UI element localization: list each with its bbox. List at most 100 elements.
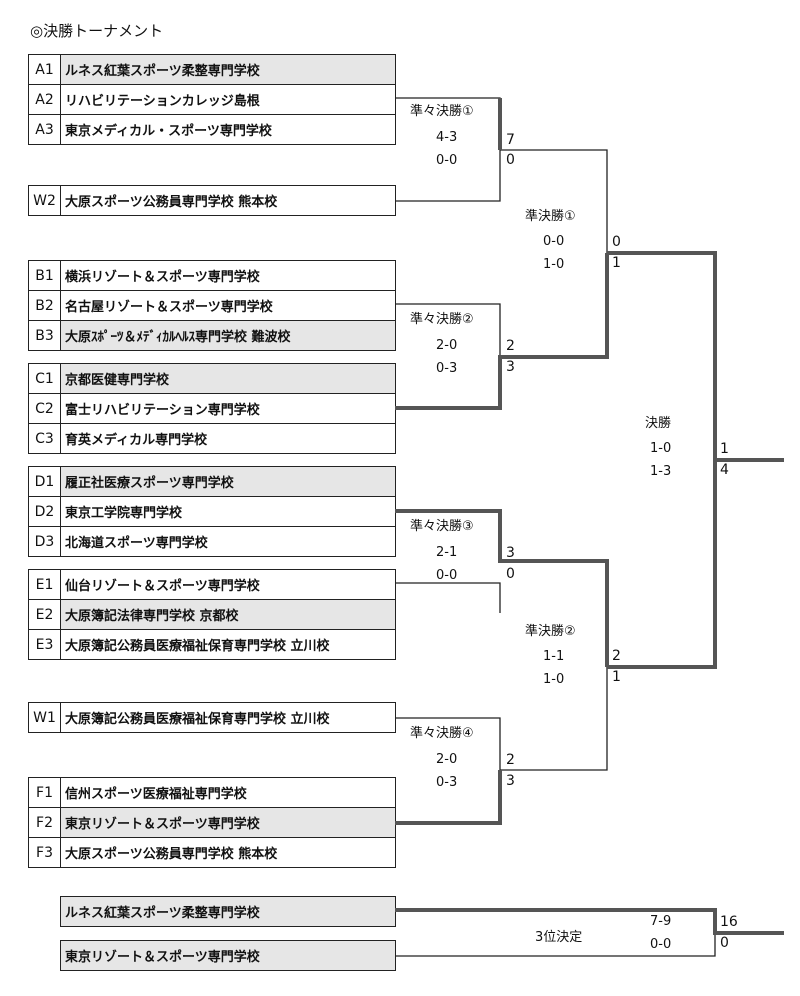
third-place-team-1: ルネス紅葉スポーツ柔整専門学校 bbox=[60, 896, 396, 927]
set-score: 1-3 bbox=[650, 464, 672, 479]
match-label-qf2: 準々決勝② bbox=[410, 312, 474, 327]
team-name: 大原簿記法律専門学校 京都校 bbox=[61, 600, 395, 629]
team-name: 富士リハビリテーション専門学校 bbox=[65, 403, 260, 418]
total-score: 2 bbox=[506, 338, 515, 354]
team-name: 東京工学院専門学校 bbox=[65, 506, 183, 521]
page-title: ◎決勝トーナメント bbox=[30, 22, 164, 40]
team-name: 大原ｽﾎﾟｰﾂ＆ﾒﾃﾞｨｶﾙﾍﾙｽ専門学校 難波校 bbox=[61, 321, 395, 350]
team-name: 履正社医療スポーツ専門学校 bbox=[61, 467, 395, 496]
winner-line bbox=[395, 770, 502, 825]
set-score: 0-0 bbox=[650, 937, 672, 952]
match-label-final: 決勝 bbox=[645, 416, 672, 431]
total-score: 3 bbox=[506, 359, 515, 375]
seed-label: B1 bbox=[29, 261, 61, 290]
team-row: W2 大原スポーツ公務員専門学校 熊本校 bbox=[29, 186, 395, 215]
seed-label: A1 bbox=[29, 55, 61, 84]
team-name: 横浜リゾート＆スポーツ専門学校 bbox=[65, 270, 260, 285]
total-score: 0 bbox=[720, 935, 729, 951]
match-label-third-place: 3位決定 bbox=[535, 930, 583, 945]
team-name: 東京リゾート＆スポーツ専門学校 bbox=[61, 941, 395, 970]
total-score: 1 bbox=[612, 255, 621, 271]
seed-label: F3 bbox=[29, 838, 61, 867]
team-name: ルネス紅葉スポーツ柔整専門学校 bbox=[61, 55, 395, 84]
total-score: 3 bbox=[506, 773, 515, 789]
set-score: 1-1 bbox=[543, 649, 565, 664]
seed-label: E1 bbox=[29, 570, 61, 599]
set-score: 1-0 bbox=[543, 257, 565, 272]
team-name: 東京メディカル・スポーツ専門学校 bbox=[65, 124, 272, 139]
seed-label: A3 bbox=[29, 115, 61, 144]
seed-label: B3 bbox=[29, 321, 61, 350]
set-score: 1-0 bbox=[543, 672, 565, 687]
winner-line bbox=[607, 460, 717, 669]
total-score: 0 bbox=[506, 566, 515, 582]
total-score: 2 bbox=[506, 752, 515, 768]
winner-line bbox=[395, 908, 784, 935]
total-score: 7 bbox=[506, 132, 515, 148]
team-name: ルネス紅葉スポーツ柔整専門学校 bbox=[61, 897, 395, 926]
bracket-line bbox=[500, 667, 608, 771]
set-score: 2-0 bbox=[436, 752, 458, 767]
match-label-qf3: 準々決勝③ bbox=[410, 519, 474, 534]
seed-label: F2 bbox=[29, 808, 61, 837]
team-row: B2 名古屋リゾート＆スポーツ専門学校 bbox=[29, 290, 395, 320]
set-score: 0-0 bbox=[543, 234, 565, 249]
bracket-line bbox=[395, 582, 501, 613]
team-name: 仙台リゾート＆スポーツ専門学校 bbox=[65, 579, 260, 594]
bracket-line bbox=[395, 303, 501, 360]
total-score: 16 bbox=[720, 914, 738, 930]
team-name: 大原スポーツ公務員専門学校 熊本校 bbox=[65, 195, 278, 210]
total-score: 3 bbox=[506, 545, 515, 561]
team-name: 大原簿記公務員医療福祉保育専門学校 立川校 bbox=[65, 712, 330, 727]
set-score: 7-9 bbox=[650, 914, 672, 929]
team-name: リハビリテーションカレッジ島根 bbox=[65, 94, 260, 109]
total-score: 1 bbox=[612, 669, 621, 685]
bracket-line bbox=[395, 717, 501, 770]
total-score: 1 bbox=[720, 441, 729, 457]
bracket-line bbox=[395, 933, 716, 957]
total-score: 0 bbox=[612, 234, 621, 250]
seed-label: B2 bbox=[29, 291, 61, 320]
team-row: D3 北海道スポーツ専門学校 bbox=[29, 526, 395, 556]
seed-label: C3 bbox=[29, 424, 61, 453]
team-row: E1 仙台リゾート＆スポーツ専門学校 bbox=[29, 570, 395, 599]
team-name: 大原簿記公務員医療福祉保育専門学校 立川校 bbox=[65, 639, 330, 654]
team-name: 信州スポーツ医療福祉専門学校 bbox=[65, 787, 247, 802]
seed-label: W2 bbox=[29, 186, 61, 215]
set-score: 0-0 bbox=[436, 568, 458, 583]
match-label-qf4: 準々決勝④ bbox=[410, 726, 474, 741]
team-row: B1 横浜リゾート＆スポーツ専門学校 bbox=[29, 261, 395, 290]
match-label-sf1: 準決勝① bbox=[525, 209, 576, 224]
winner-line bbox=[395, 509, 609, 667]
set-score: 2-0 bbox=[436, 338, 458, 353]
match-label-qf1: 準々決勝① bbox=[410, 104, 474, 119]
team-name: 北海道スポーツ専門学校 bbox=[65, 536, 208, 551]
seed-label: D1 bbox=[29, 467, 61, 496]
team-name: 京都医健専門学校 bbox=[61, 364, 395, 393]
team-name: 名古屋リゾート＆スポーツ専門学校 bbox=[65, 300, 273, 315]
bracket-line bbox=[395, 150, 501, 202]
winner-line bbox=[395, 253, 609, 410]
seed-label: F1 bbox=[29, 778, 61, 807]
seed-label: D2 bbox=[29, 497, 61, 526]
total-score: 0 bbox=[506, 152, 515, 168]
set-score: 0-0 bbox=[436, 153, 458, 168]
seed-label: D3 bbox=[29, 527, 61, 556]
team-row: 東京リゾート＆スポーツ専門学校 bbox=[61, 941, 395, 970]
